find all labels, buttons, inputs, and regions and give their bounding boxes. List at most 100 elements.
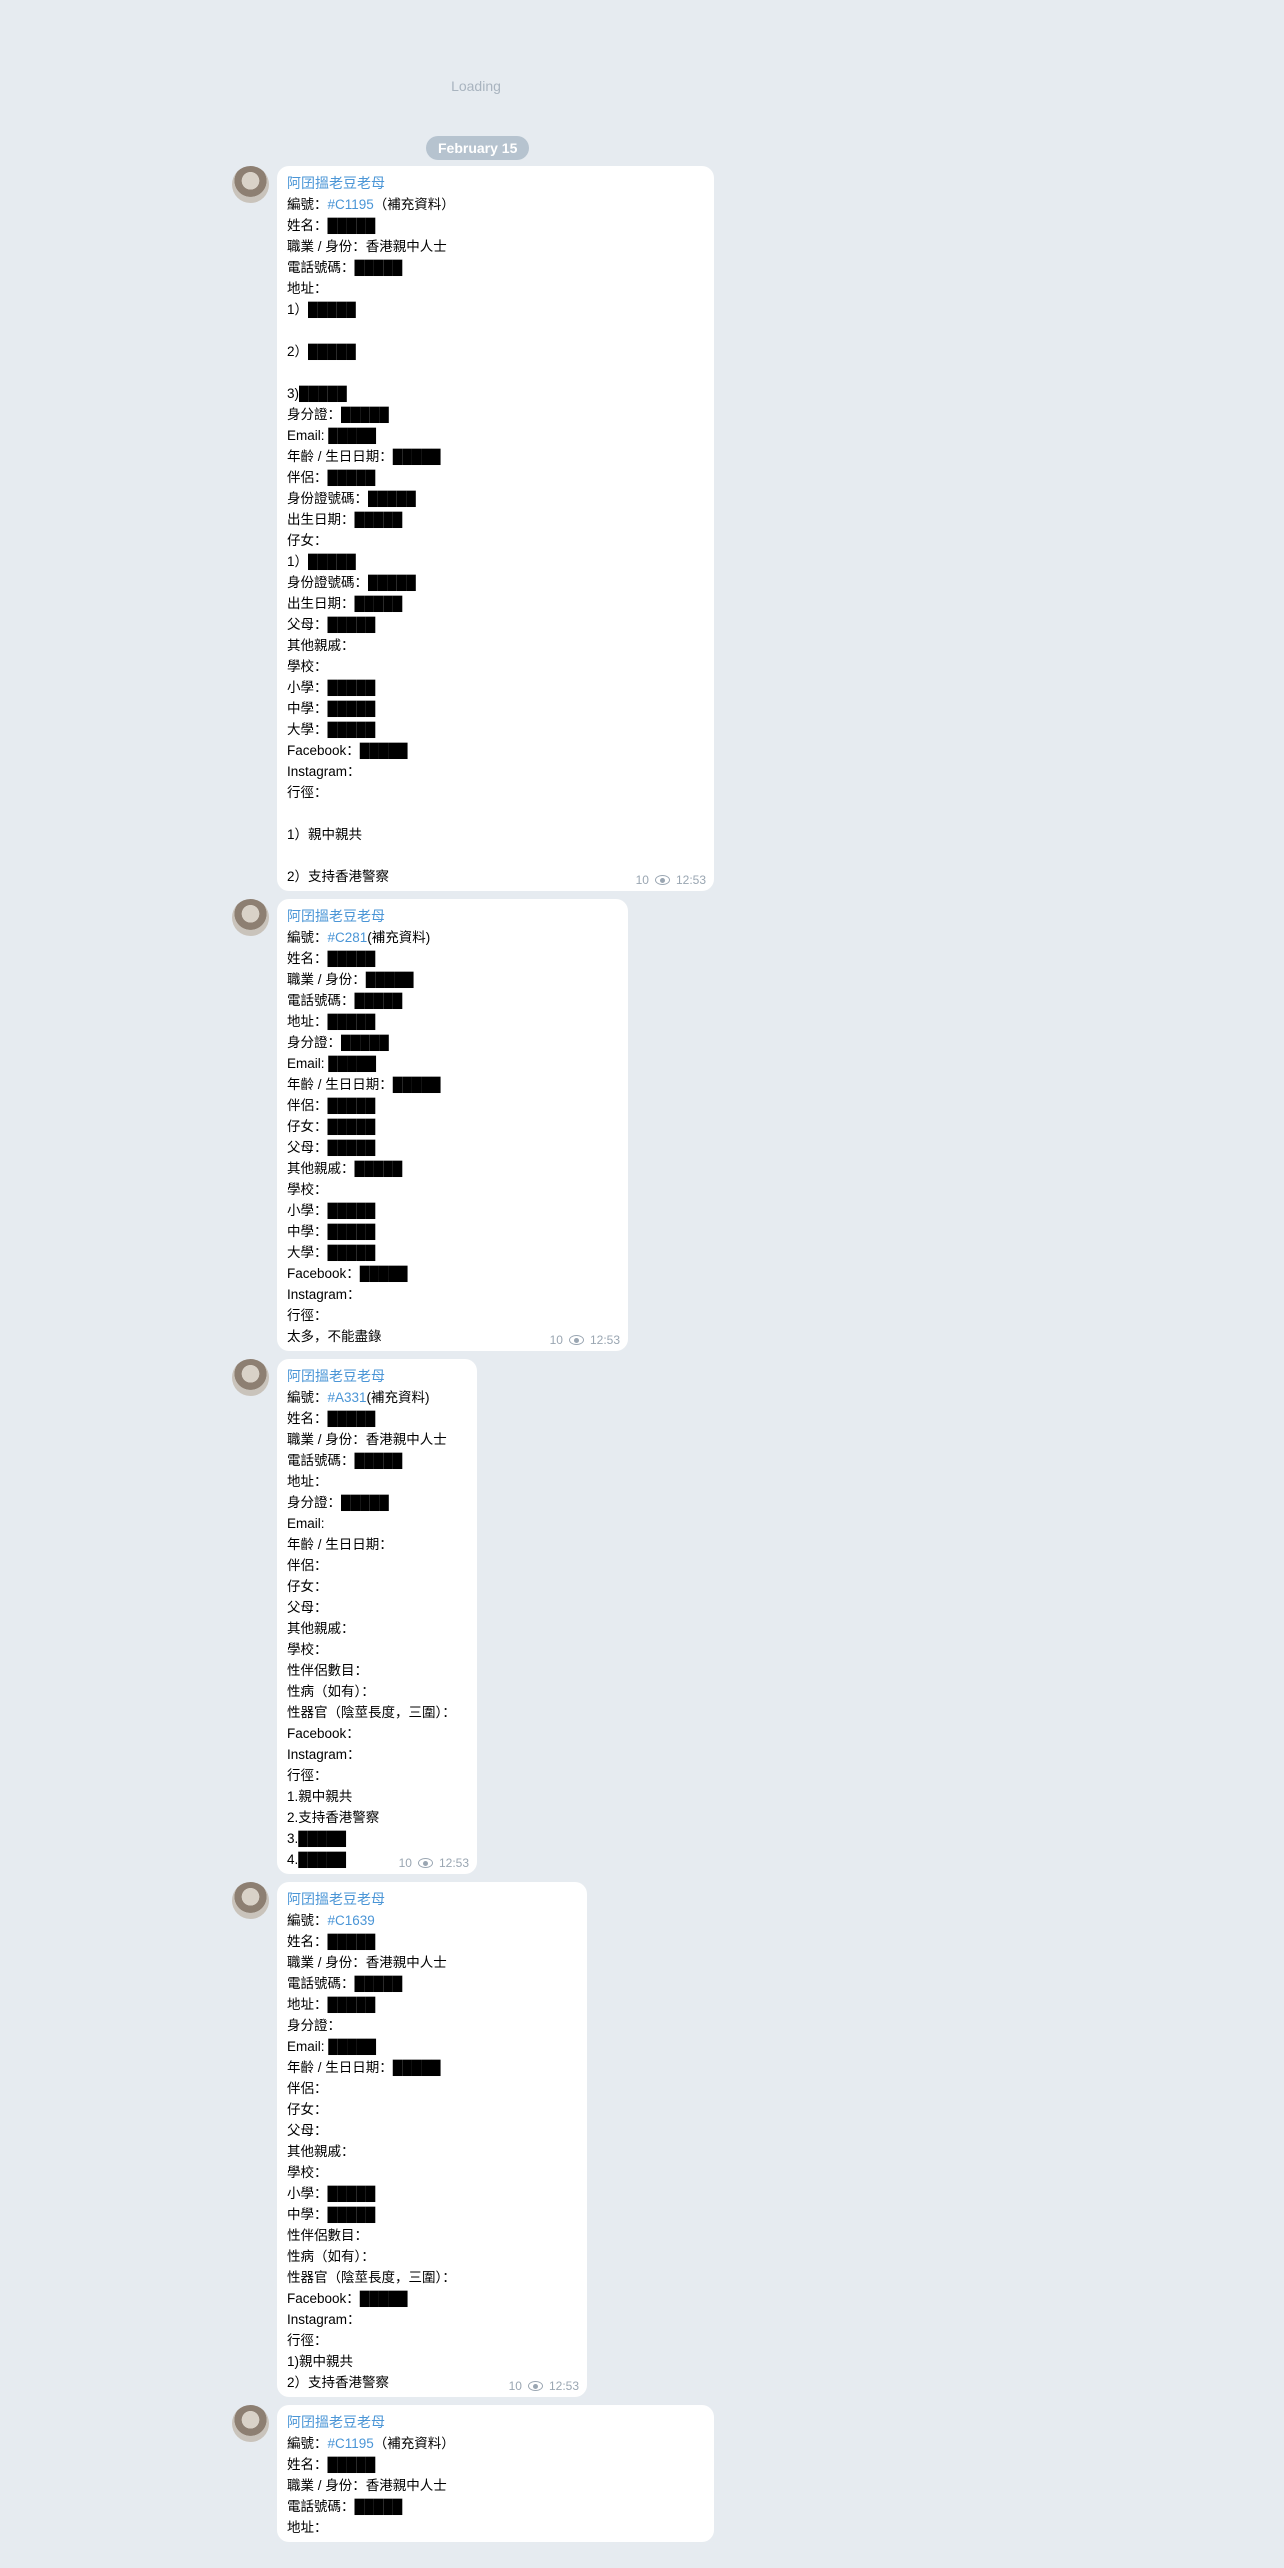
message-line: 大學：█████ <box>287 1245 376 1260</box>
message-line: 2）支持香港警察 <box>287 2375 390 2390</box>
eye-icon <box>568 1335 584 1345</box>
message-author[interactable]: 阿囝搵老豆老母 <box>287 2414 385 2430</box>
message-line: 行徑： <box>287 785 328 800</box>
id-label: 編號： <box>287 1913 328 1928</box>
avatar[interactable] <box>232 2405 269 2442</box>
avatar[interactable] <box>232 1359 269 1396</box>
hashtag-link[interactable]: #C1639 <box>327 1913 375 1928</box>
message-line: 電話號碼：█████ <box>287 260 403 275</box>
message-line <box>287 320 704 341</box>
message-author[interactable]: 阿囝搵老豆老母 <box>287 1891 385 1907</box>
id-label: 編號： <box>287 2436 328 2451</box>
message-line: 伴侶：█████ <box>287 470 376 485</box>
channel-message[interactable]: 阿囝搵老豆老母編號：#A331(補充資料)姓名：█████職業 / 身份：香港親… <box>232 1359 714 1874</box>
message-line: 電話號碼：█████ <box>287 993 403 1008</box>
message-line: 電話號碼：█████ <box>287 1453 403 1468</box>
tag-suffix: (補充資料) <box>366 1390 430 1405</box>
message-line: Instagram： <box>287 2312 361 2327</box>
message-line: 職業 / 身份：香港親中人士 <box>287 1955 447 1970</box>
avatar[interactable] <box>232 166 269 203</box>
message-line: 電話號碼：█████ <box>287 2499 403 2514</box>
message-line: 編號：#C281(補充資料) <box>287 927 618 948</box>
message-bubble: 阿囝搵老豆老母編號：#C1195（補充資料）姓名：█████職業 / 身份：香港… <box>277 166 714 891</box>
hashtag-link[interactable]: #A331 <box>327 1390 367 1405</box>
message-line: 年齡 / 生日日期：█████ <box>287 449 441 464</box>
message-line: 身份證號碼：█████ <box>287 491 416 506</box>
message-line: 地址：█████ <box>287 1014 376 1029</box>
hashtag-link[interactable]: #C281 <box>327 930 368 945</box>
message-line: 地址： <box>287 2520 328 2535</box>
message-line: 身分證： <box>287 2018 341 2033</box>
id-label: 編號： <box>287 930 328 945</box>
message-line: 其他親戚：█████ <box>287 1161 403 1176</box>
message-line: 小學：█████ <box>287 2186 376 2201</box>
message-line: 行徑： <box>287 1308 328 1323</box>
message-line: 編號：#C1639 <box>287 1910 577 1931</box>
message-line: 3)█████ <box>287 386 347 401</box>
message-line: 其他親戚： <box>287 2144 355 2159</box>
message-line: 編號：#A331(補充資料) <box>287 1387 467 1408</box>
message-line: 學校： <box>287 659 328 674</box>
message-line: 學校： <box>287 1182 328 1197</box>
view-count: 10 <box>635 873 649 887</box>
message-line: 身分證：█████ <box>287 407 389 422</box>
channel-message[interactable]: 阿囝搵老豆老母編號：#C281(補充資料)姓名：█████職業 / 身份：███… <box>232 899 714 1351</box>
channel-message[interactable]: 阿囝搵老豆老母編號：#C1195（補充資料）姓名：█████職業 / 身份：香港… <box>232 166 714 891</box>
message-author[interactable]: 阿囝搵老豆老母 <box>287 175 385 191</box>
message-author[interactable]: 阿囝搵老豆老母 <box>287 1368 385 1384</box>
message-line: 年齡 / 生日日期：█████ <box>287 2060 441 2075</box>
message-line: 地址：█████ <box>287 1997 376 2012</box>
message-line: 性伴侶數目： <box>287 2228 368 2243</box>
message-line: Facebook： <box>287 1726 360 1741</box>
message-line: 學校： <box>287 2165 328 2180</box>
message-line: Email: █████ <box>287 2039 377 2054</box>
message-line: 職業 / 身份：香港親中人士 <box>287 1432 447 1447</box>
message-line: 大學：█████ <box>287 722 376 737</box>
message-line: 年齡 / 生日日期： <box>287 1537 393 1552</box>
message-line: 姓名：█████ <box>287 1934 376 1949</box>
message-author[interactable]: 阿囝搵老豆老母 <box>287 908 385 924</box>
message-line: 其他親戚： <box>287 638 355 653</box>
message-line: 地址： <box>287 1474 328 1489</box>
tag-suffix: （補充資料） <box>373 197 455 212</box>
avatar[interactable] <box>232 899 269 936</box>
message-line: 身份證號碼：█████ <box>287 575 416 590</box>
message-line: Instagram： <box>287 1747 361 1762</box>
message-time: 12:53 <box>438 1856 469 1870</box>
avatar[interactable] <box>232 1882 269 1919</box>
tag-suffix: （補充資料） <box>373 2436 455 2451</box>
message-line <box>287 803 704 824</box>
message-line: 職業 / 身份：香港親中人士 <box>287 2478 447 2493</box>
message-time: 12:53 <box>589 1333 620 1347</box>
message-line: Facebook：█████ <box>287 743 408 758</box>
message-time: 12:53 <box>548 2379 579 2393</box>
message-line: 身分證：█████ <box>287 1035 389 1050</box>
id-label: 編號： <box>287 1390 328 1405</box>
message-line: 學校： <box>287 1642 328 1657</box>
message-line: 職業 / 身份：香港親中人士 <box>287 239 447 254</box>
message-line: 2）支持香港警察 <box>287 869 390 884</box>
message-line: 出生日期：█████ <box>287 512 403 527</box>
message-line: Instagram： <box>287 764 361 779</box>
message-line: 父母：█████ <box>287 617 376 632</box>
message-line: 年齡 / 生日日期：█████ <box>287 1077 441 1092</box>
message-line: 性病（如有）： <box>287 1684 375 1699</box>
message-line: 編號：#C1195（補充資料） <box>287 2433 704 2454</box>
message-line: 1.親中親共 <box>287 1789 353 1804</box>
message-line: 1）親中親共 <box>287 827 363 842</box>
message-line: Facebook：█████ <box>287 2291 408 2306</box>
hashtag-link[interactable]: #C1195 <box>327 2436 374 2451</box>
hashtag-link[interactable]: #C1195 <box>327 197 374 212</box>
message-line: 出生日期：█████ <box>287 596 403 611</box>
message-line: 父母：█████ <box>287 1140 376 1155</box>
message-line: 姓名：█████ <box>287 218 376 233</box>
message-feed[interactable]: 阿囝搵老豆老母編號：#C1195（補充資料）姓名：█████職業 / 身份：香港… <box>232 166 714 2550</box>
message-line: 姓名：█████ <box>287 2457 376 2472</box>
message-line: Facebook：█████ <box>287 1266 408 1281</box>
channel-message[interactable]: 阿囝搵老豆老母編號：#C1195（補充資料）姓名：█████職業 / 身份：香港… <box>232 2405 714 2542</box>
message-line: Email: █████ <box>287 1056 377 1071</box>
